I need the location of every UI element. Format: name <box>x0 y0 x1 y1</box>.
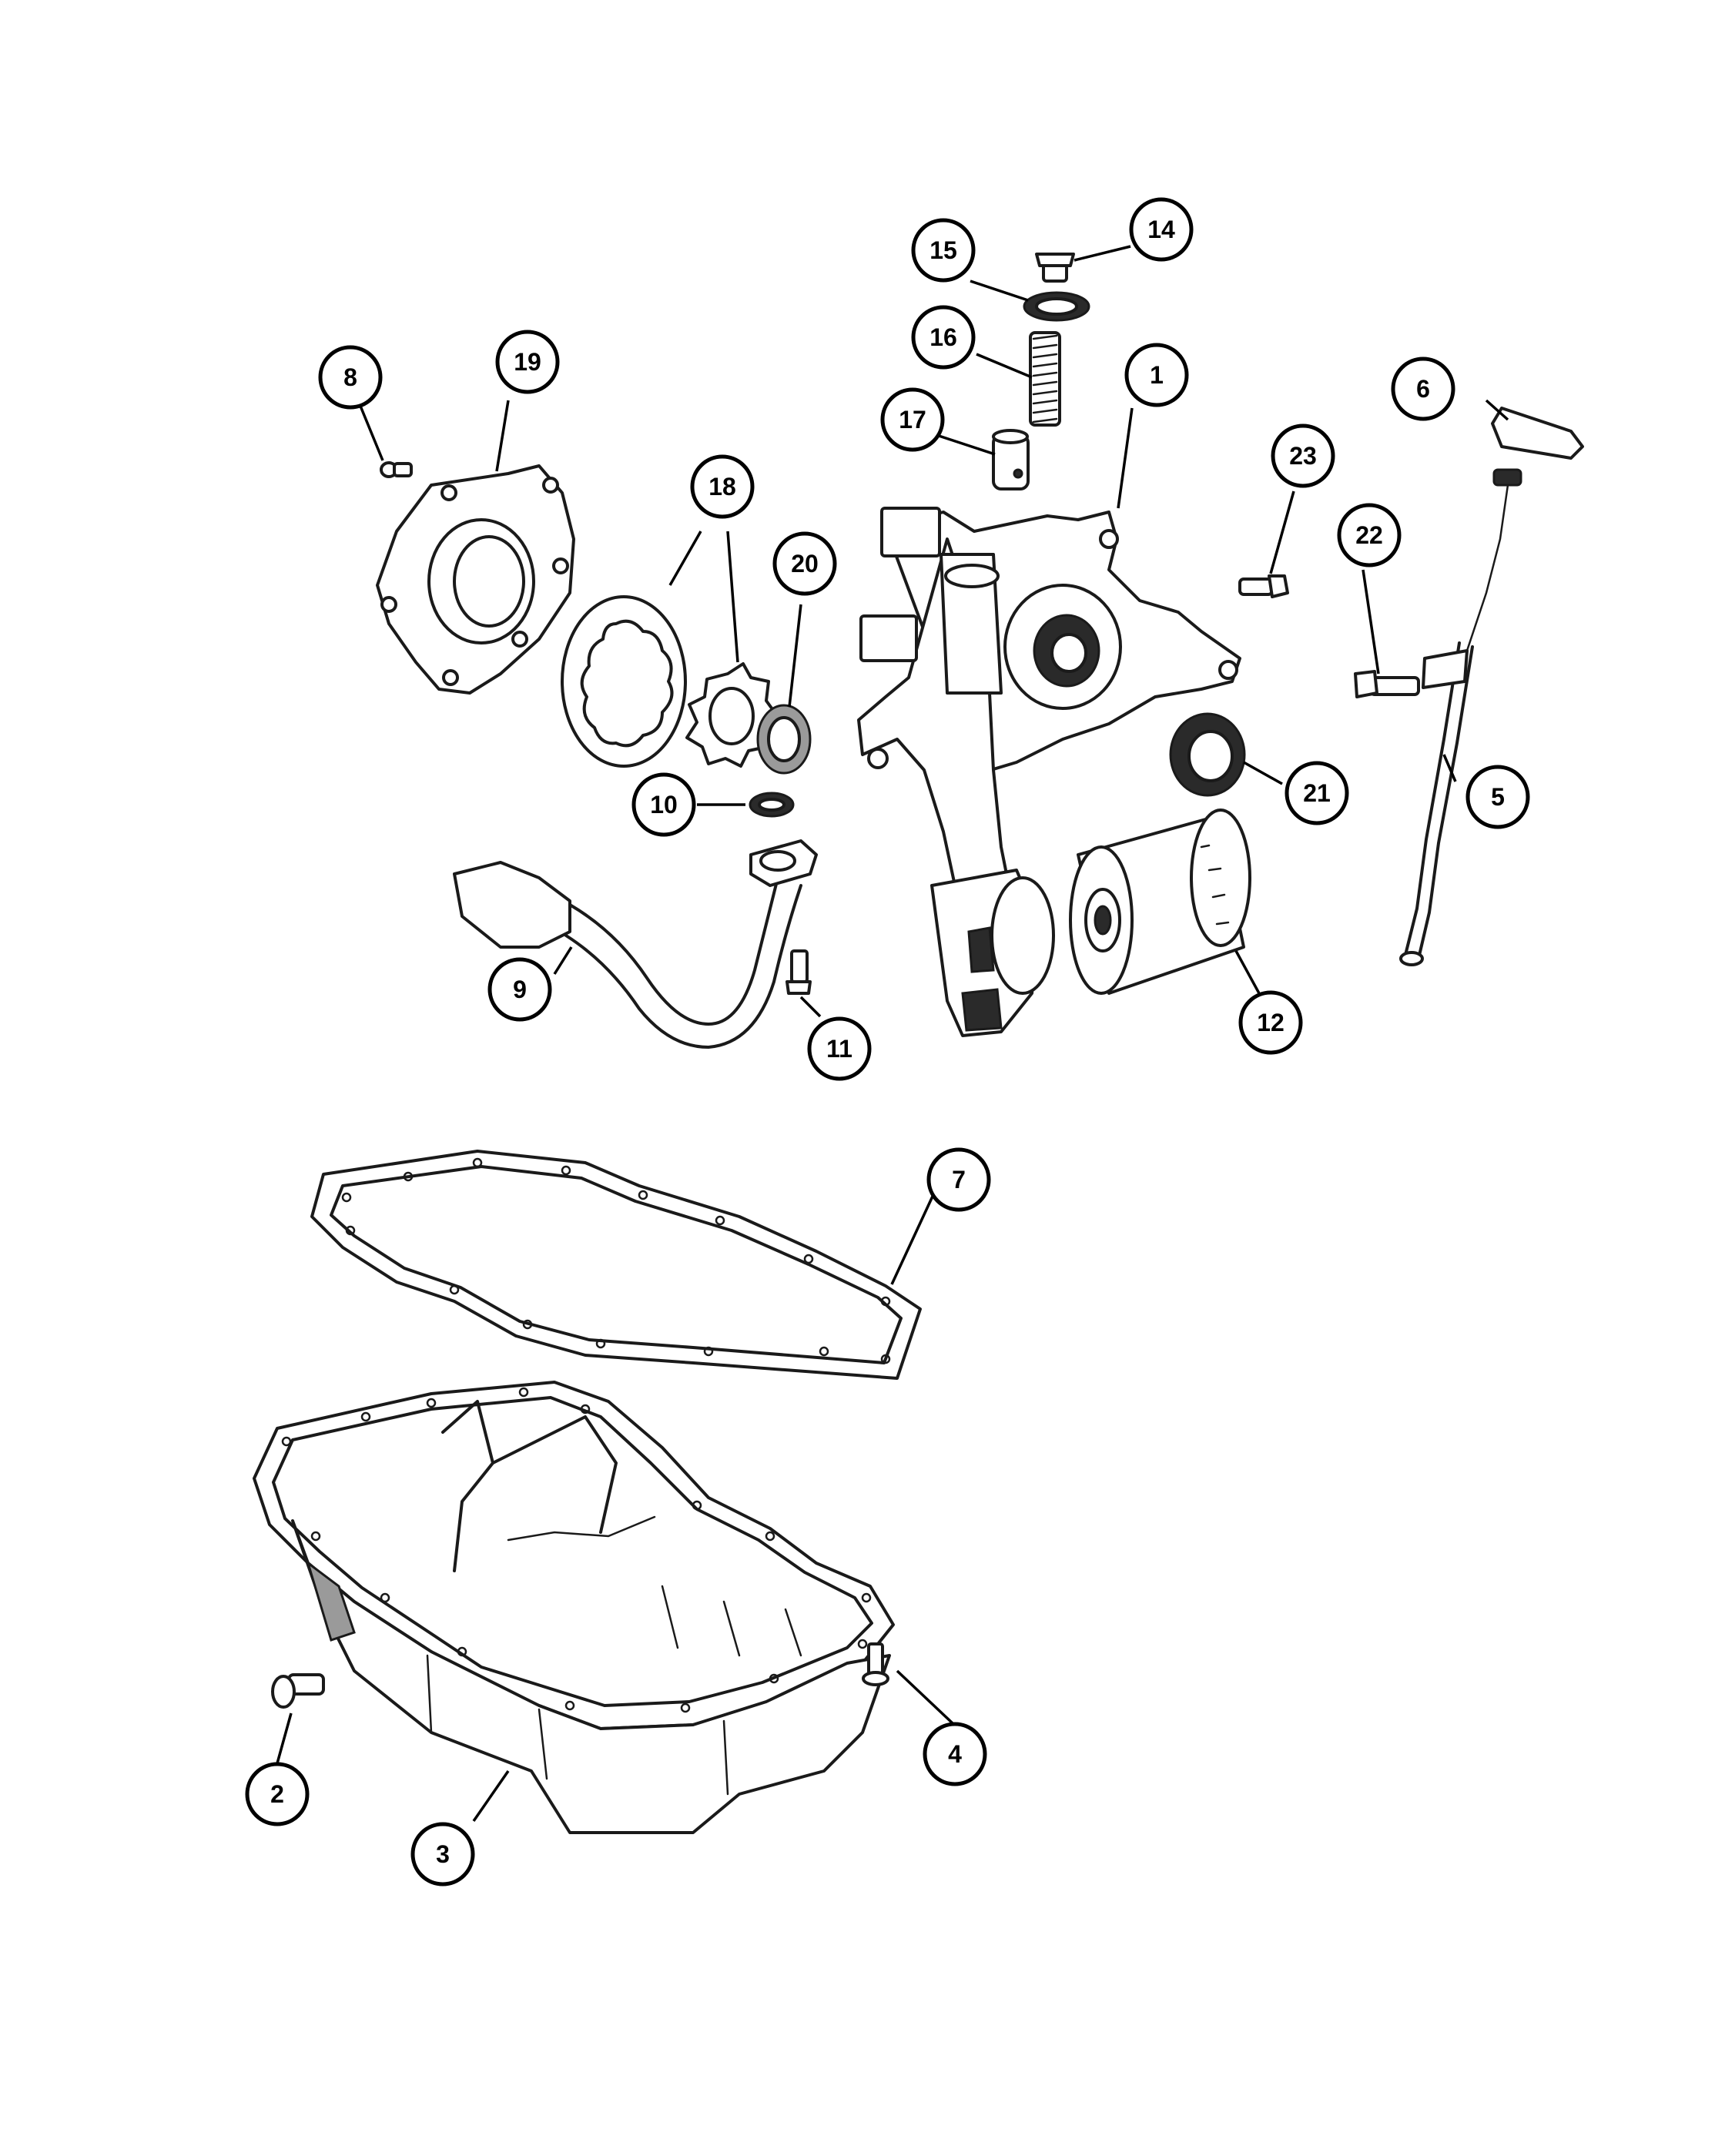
drain-plug <box>271 1673 325 1709</box>
relief-valve-spring <box>1029 331 1061 427</box>
callout-11: 11 <box>807 1016 872 1081</box>
relief-valve-cap <box>1035 253 1075 283</box>
callout-18: 18 <box>690 454 755 519</box>
callout-label-19: 19 <box>514 348 541 376</box>
callout-9: 9 <box>487 957 552 1022</box>
callout-21: 21 <box>1285 761 1349 825</box>
oil-pan-bolt <box>862 1642 889 1686</box>
callout-label-9: 9 <box>513 976 527 1003</box>
callout-label-2: 2 <box>270 1780 284 1808</box>
dipstick <box>1465 407 1584 652</box>
pickup-tube-bolt <box>785 949 812 995</box>
dipstick-tube <box>1399 641 1474 966</box>
callout-5: 5 <box>1465 765 1530 829</box>
callout-23: 23 <box>1271 424 1335 488</box>
leader-lines <box>276 245 1509 1822</box>
oil-pickup-tube <box>453 839 818 1049</box>
callout-label-20: 20 <box>791 550 819 578</box>
oil-filter <box>1069 808 1251 995</box>
callout-10: 10 <box>631 772 696 837</box>
callout-3: 3 <box>410 1822 475 1886</box>
callout-12: 12 <box>1238 990 1303 1055</box>
callout-1: 1 <box>1124 343 1189 407</box>
callout-label-5: 5 <box>1491 783 1505 811</box>
callout-19: 19 <box>495 330 560 394</box>
callout-label-23: 23 <box>1289 442 1317 470</box>
callout-label-4: 4 <box>948 1740 962 1768</box>
oil-pump-body <box>857 507 1241 1037</box>
callout-label-12: 12 <box>1257 1009 1285 1036</box>
callout-17: 17 <box>880 387 945 452</box>
callout-6: 6 <box>1391 357 1455 421</box>
callout-label-14: 14 <box>1147 216 1175 243</box>
cover-screw <box>380 461 413 478</box>
callout-label-15: 15 <box>929 236 957 264</box>
relief-valve-washer <box>1023 291 1090 322</box>
callout-label-21: 21 <box>1303 779 1331 807</box>
callout-label-18: 18 <box>708 473 736 500</box>
callout-label-7: 7 <box>952 1166 966 1194</box>
callout-label-1: 1 <box>1150 361 1164 389</box>
callout-label-22: 22 <box>1355 521 1383 549</box>
callout-8: 8 <box>318 345 383 410</box>
pickup-tube-o-ring <box>749 792 795 818</box>
callout-label-10: 10 <box>650 791 678 819</box>
callout-20: 20 <box>772 531 837 596</box>
callout-label-8: 8 <box>343 363 357 391</box>
oil-pan-gasket <box>310 1150 922 1380</box>
pump-o-ring <box>756 704 812 775</box>
crankshaft-front-seal <box>1169 712 1246 797</box>
callout-16: 16 <box>911 305 976 370</box>
callout-label-3: 3 <box>436 1840 450 1868</box>
callout-15: 15 <box>911 218 976 283</box>
dipstick-tube-bolt-lower <box>1354 670 1420 698</box>
callout-2: 2 <box>245 1762 310 1826</box>
callout-22: 22 <box>1337 503 1402 567</box>
dipstick-tube-bolt-upper <box>1238 574 1289 598</box>
callout-label-11: 11 <box>826 1035 852 1063</box>
callout-label-16: 16 <box>929 323 957 351</box>
callout-14: 14 <box>1129 197 1194 262</box>
pump-cover-plate <box>376 464 575 695</box>
callout-label-17: 17 <box>899 406 926 434</box>
callout-label-6: 6 <box>1416 375 1430 403</box>
callout-7: 7 <box>926 1147 991 1212</box>
pump-rotors <box>561 595 778 768</box>
oil-pan <box>253 1381 895 1834</box>
callout-4: 4 <box>923 1722 987 1786</box>
relief-valve-plunger <box>992 429 1030 490</box>
